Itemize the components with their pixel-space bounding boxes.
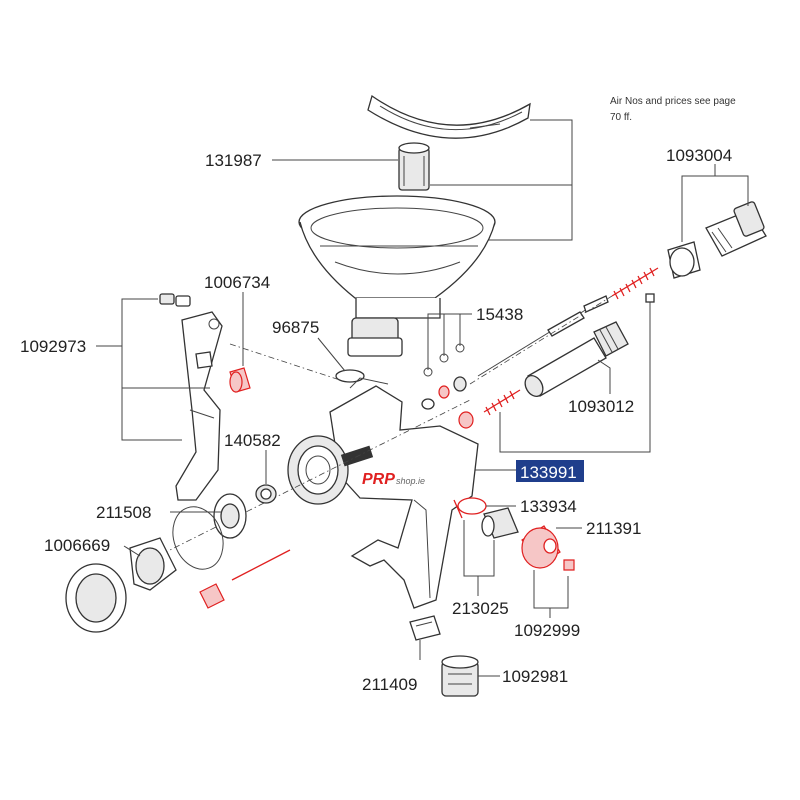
leader-1006669	[123, 545, 141, 557]
clip-211409	[409, 615, 441, 641]
label-133991-highlight	[516, 460, 584, 482]
fluid-pin	[199, 549, 291, 609]
label-211391: 211391	[586, 519, 641, 538]
spring-upper	[611, 267, 659, 300]
axis-needle	[469, 295, 613, 385]
label-96875: 96875	[272, 318, 319, 337]
label-1093004: 1093004	[666, 146, 732, 165]
note-line-1: Air Nos and prices see page	[610, 96, 736, 107]
label-1006734: 1006734	[204, 273, 270, 292]
axis-trigger	[229, 343, 341, 381]
label-133934: 133934	[520, 497, 577, 516]
trigger-pin-1006734	[229, 367, 251, 393]
trigger-1092973	[159, 293, 223, 501]
air-valve-1093004	[667, 201, 767, 279]
leader-1092999-bracket	[533, 570, 569, 609]
paint-cup	[298, 195, 496, 357]
label-131987: 131987	[205, 151, 262, 170]
air-inlet-1092981	[441, 655, 479, 697]
filter-131987	[398, 142, 430, 191]
axis-body	[149, 399, 471, 561]
fitting-213025	[453, 499, 519, 539]
label-1092973: 1092973	[20, 337, 86, 356]
knob-1092999	[521, 525, 575, 571]
oring-133934	[457, 497, 487, 515]
gun-body	[287, 377, 479, 609]
leader-1093012	[597, 359, 611, 394]
nozzle-140582	[255, 484, 277, 504]
label-1092999: 1092999	[514, 621, 580, 640]
label-1006669: 1006669	[44, 536, 110, 555]
leader-15438-a	[427, 313, 472, 370]
label-211409: 211409	[362, 675, 417, 694]
label-140582: 140582	[224, 431, 281, 450]
label-213025: 213025	[452, 599, 509, 618]
label-1093012: 1093012	[568, 397, 634, 416]
label-15438: 15438	[476, 305, 523, 324]
needle-adjuster-1093012	[524, 321, 629, 397]
leader-96875	[317, 337, 346, 372]
leader-cup-bracket	[470, 119, 573, 241]
label-211508: 211508	[96, 503, 151, 522]
leader-1092973-bracket	[121, 298, 182, 441]
label-133991: 133991	[520, 463, 577, 482]
needle	[477, 295, 609, 377]
note-line-2: 70 ff.	[610, 112, 632, 123]
packing-15438	[421, 376, 467, 410]
label-1092981: 1092981	[502, 667, 568, 686]
spring-lower	[458, 389, 521, 429]
cup-lid	[367, 94, 531, 139]
leader-spring-bracket	[499, 302, 651, 453]
aircap-1006669	[65, 537, 177, 633]
air-cap-211508	[172, 493, 247, 570]
leader-213025-bracket	[463, 520, 495, 577]
oring-96875	[335, 369, 365, 383]
logo-suffix: shop.ie	[396, 476, 425, 486]
logo-brand: PRP	[362, 471, 395, 488]
